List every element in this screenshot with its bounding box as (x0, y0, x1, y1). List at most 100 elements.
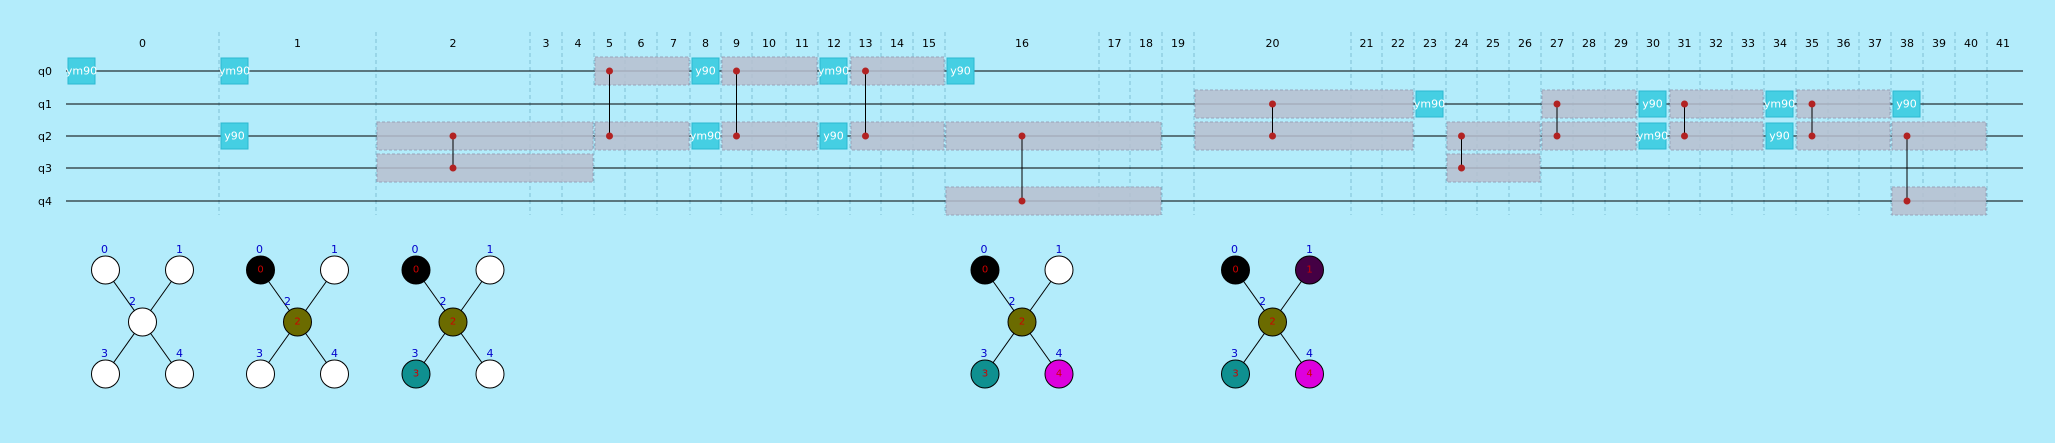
gate-label: ym90 (219, 65, 250, 78)
control-dot (1269, 132, 1276, 140)
topology-node (475, 359, 505, 389)
topology-node (1221, 359, 1250, 389)
node-occupant: 4 (1306, 369, 1312, 380)
column-label: 27 (1550, 37, 1564, 50)
column-label: 6 (638, 37, 645, 50)
gate-box (819, 122, 848, 150)
control-dot (1018, 197, 1026, 205)
column-label: 0 (139, 37, 146, 50)
node-occupant: 2 (294, 317, 300, 328)
interaction-box (376, 153, 594, 183)
control-dot (733, 132, 740, 140)
column-label: 22 (1391, 37, 1405, 50)
topology-node (165, 359, 194, 389)
node-number: 1 (1306, 243, 1313, 256)
column-label: 14 (890, 37, 904, 50)
node-occupant: 3 (413, 369, 419, 380)
topology-node (1295, 255, 1324, 285)
column-label: 10 (762, 37, 776, 50)
node-number: 1 (487, 243, 494, 256)
column-label: 35 (1805, 37, 1819, 50)
topology-node (320, 255, 349, 285)
column-label: 2 (450, 37, 457, 50)
gate-label: y90 (224, 130, 245, 143)
control-dot (606, 132, 613, 140)
gate-box (220, 122, 249, 150)
node-occupant: 3 (1232, 369, 1238, 380)
control-dot (1458, 164, 1465, 172)
control-dot (1681, 100, 1688, 108)
interaction-box (376, 121, 594, 151)
control-dot (1808, 100, 1816, 108)
interaction-box (1194, 89, 1414, 119)
control-dot (733, 67, 740, 75)
gate-box (220, 57, 249, 85)
gate-label: ym90 (1414, 98, 1445, 111)
node-number: 0 (256, 243, 263, 256)
node-number: 3 (412, 347, 419, 360)
column-label: 21 (1360, 37, 1374, 50)
gate-label: ym90 (1764, 98, 1795, 111)
interaction-box (1194, 121, 1414, 151)
qubit-label: q4 (38, 195, 52, 208)
column-label: 25 (1486, 37, 1500, 50)
control-dot (1269, 100, 1276, 108)
gate-label: y90 (695, 65, 716, 78)
gate-box (691, 122, 720, 150)
qubit-label: q1 (38, 98, 52, 111)
node-occupant: 0 (257, 265, 263, 276)
node-occupant: 3 (982, 369, 988, 380)
gate-box (819, 57, 848, 85)
gate-label: y90 (950, 65, 971, 78)
control-dot (1903, 132, 1911, 140)
node-occupant: 2 (1019, 317, 1025, 328)
topology-node (320, 359, 349, 389)
column-label: 30 (1646, 37, 1660, 50)
node-occupant: 2 (450, 317, 456, 328)
column-label: 37 (1868, 37, 1882, 50)
gate-label: ym90 (690, 130, 721, 143)
node-occupant: 4 (1056, 369, 1062, 380)
column-label: 17 (1108, 37, 1122, 50)
topology-node (1044, 255, 1074, 285)
gate-box (1638, 122, 1667, 150)
column-label: 26 (1518, 37, 1532, 50)
topology-node (1295, 359, 1324, 389)
column-label: 18 (1139, 37, 1153, 50)
gate-box (1892, 90, 1921, 118)
topology-node (283, 307, 312, 337)
node-number: 3 (981, 347, 988, 360)
node-number: 4 (176, 347, 183, 360)
column-label: 3 (543, 37, 550, 50)
control-dot (449, 132, 457, 140)
node-occupant: 0 (413, 265, 419, 276)
column-label: 28 (1582, 37, 1596, 50)
node-number: 1 (1056, 243, 1063, 256)
topology-node (128, 307, 157, 337)
column-label: 9 (733, 37, 740, 50)
gate-box (1638, 90, 1667, 118)
control-dot (1553, 100, 1561, 108)
node-number: 4 (1056, 347, 1063, 360)
topology-node (246, 255, 275, 285)
node-number: 4 (487, 347, 494, 360)
column-label: 23 (1423, 37, 1437, 50)
topology-node (970, 255, 1000, 285)
column-label: 33 (1741, 37, 1755, 50)
node-occupant: 1 (1306, 265, 1312, 276)
qubit-label: q0 (38, 65, 52, 78)
topology-node (91, 359, 120, 389)
node-number: 4 (1306, 347, 1313, 360)
gate-box (1765, 122, 1794, 150)
gate-label: y90 (1769, 130, 1790, 143)
qubit-label: q2 (38, 130, 52, 143)
interaction-box (945, 121, 1162, 151)
column-label: 19 (1171, 37, 1185, 50)
topology-node (246, 359, 275, 389)
node-number: 0 (412, 243, 419, 256)
control-dot (1681, 132, 1688, 140)
